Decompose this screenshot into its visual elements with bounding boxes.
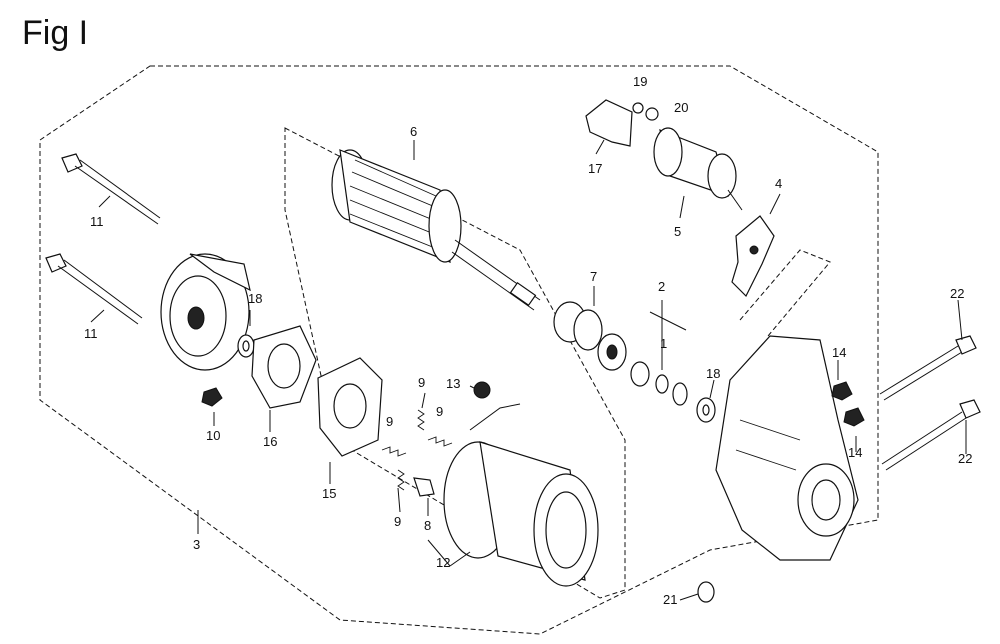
callout-2: 2 [658, 279, 665, 294]
figure-title: Fig I [22, 14, 89, 52]
nut-14-lower [843, 407, 865, 427]
mounting-bolt-upper [879, 335, 977, 401]
bearing-ring [630, 361, 650, 387]
callout-9-left: 9 [386, 414, 393, 429]
callout-17: 17 [588, 161, 602, 176]
callout-11-lower: 11 [84, 326, 98, 341]
nut-20 [645, 107, 659, 121]
shift-lever [731, 215, 775, 298]
callout-16: 16 [263, 434, 277, 449]
callout-8: 8 [424, 518, 431, 533]
yoke [443, 403, 599, 587]
callout-10: 10 [206, 428, 220, 443]
brush-holder [317, 357, 383, 457]
front-housing [715, 335, 859, 561]
callout-7: 7 [590, 269, 597, 284]
brush-springs [381, 409, 453, 491]
brush-holder-plate [251, 325, 317, 409]
rear-cover [160, 253, 251, 371]
callout-20: 20 [674, 100, 688, 115]
solenoid [653, 127, 743, 211]
lever-group-link [739, 249, 831, 337]
callout-13: 13 [446, 376, 460, 391]
callout-4: 4 [775, 176, 782, 191]
leader-lines [90, 139, 967, 601]
callout-3: 3 [193, 537, 200, 552]
armature [331, 149, 541, 311]
assembly-boundary [39, 65, 879, 635]
callout-9-top: 9 [418, 375, 425, 390]
solenoid-cover [585, 99, 633, 147]
callout-19: 19 [633, 74, 647, 89]
mounting-bolt-lower [881, 399, 981, 471]
stop-collar [672, 382, 688, 406]
snap-ring [655, 374, 669, 394]
callout-22-upper: 22 [950, 286, 964, 301]
nut-10 [201, 387, 223, 407]
callout-18-right: 18 [706, 366, 720, 381]
grommet [473, 381, 491, 399]
callout-5: 5 [674, 224, 681, 239]
callout-9-bottom: 9 [394, 514, 401, 529]
dust-cap [697, 581, 715, 603]
through-bolt-lower [45, 253, 143, 325]
callout-12: 12 [436, 555, 450, 570]
through-bolt-upper [61, 153, 161, 225]
washer-19 [632, 102, 644, 114]
callout-14-lower: 14 [848, 445, 862, 460]
callout-14-upper: 14 [832, 345, 846, 360]
callout-6: 6 [410, 124, 417, 139]
callout-15: 15 [322, 486, 336, 501]
callout-1: 1 [660, 336, 667, 351]
overrunning-clutch [553, 301, 627, 371]
callout-9-right: 9 [436, 404, 443, 419]
brush [413, 477, 435, 497]
callout-11-upper: 11 [90, 214, 104, 229]
callout-22-lower: 22 [958, 451, 972, 466]
nut-14-upper [831, 381, 853, 401]
callout-18-left: 18 [248, 291, 262, 306]
armature-yoke-group [284, 127, 626, 599]
callout-21: 21 [663, 592, 677, 607]
